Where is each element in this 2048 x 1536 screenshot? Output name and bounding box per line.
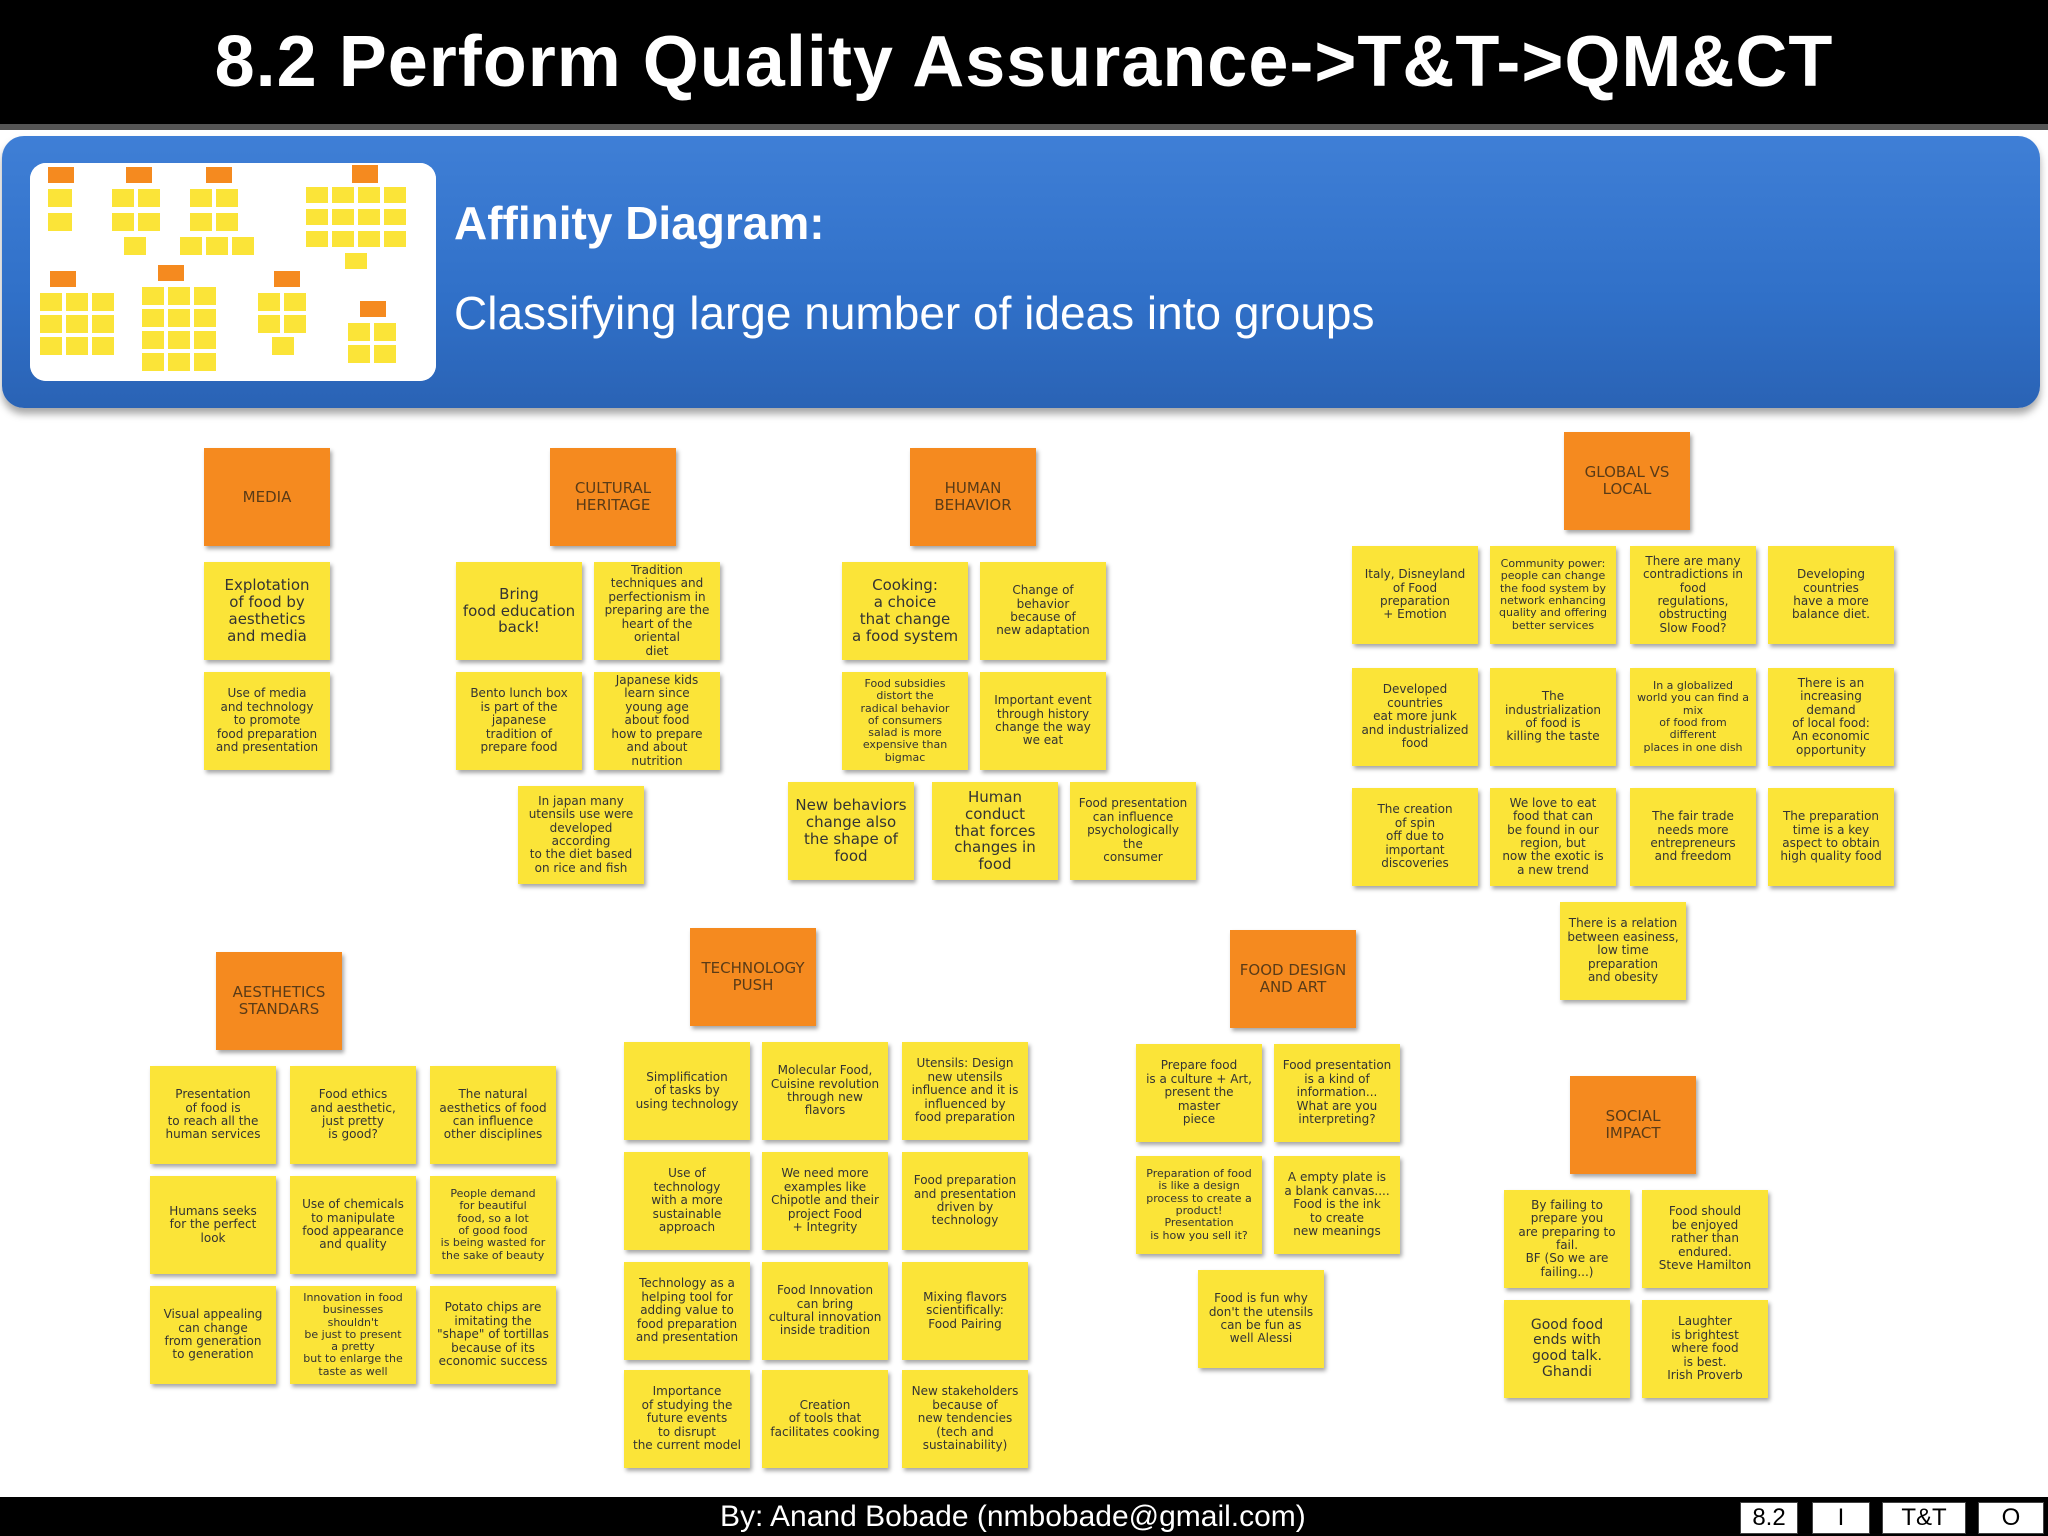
sticky-note: Developing countries have a more balance… (1768, 546, 1894, 644)
sticky-note: We love to eat food that can be found in… (1490, 788, 1616, 886)
sticky-note: Humans seeks for the perfect look (150, 1176, 276, 1274)
footer-tag-o: O (1978, 1502, 2044, 1534)
group-header-social-impact: SOCIAL IMPACT (1570, 1076, 1696, 1174)
sticky-note: Technology as a helping tool for adding … (624, 1262, 750, 1360)
sticky-note: Food presentation is a kind of informati… (1274, 1044, 1400, 1142)
group-header-human-behavior: HUMAN BEHAVIOR (910, 448, 1036, 546)
sticky-note: Bento lunch box is part of the japanese … (456, 672, 582, 770)
sticky-note: Visual appealing can change from generat… (150, 1286, 276, 1384)
sticky-note: The preparation time is a key aspect to … (1768, 788, 1894, 886)
group-header-global-vs-local: GLOBAL VS LOCAL (1564, 432, 1690, 530)
sticky-note: Food preparation and presentation driven… (902, 1152, 1028, 1250)
sticky-note: Use of media and technology to promote f… (204, 672, 330, 770)
sticky-note: People demand for beautiful food, so a l… (430, 1176, 556, 1274)
sticky-note: Prepare food is a culture + Art, present… (1136, 1044, 1262, 1142)
sticky-note: Utensils: Design new utensils influence … (902, 1042, 1028, 1140)
sticky-note: Food Innovation can bring cultural innov… (762, 1262, 888, 1360)
sticky-note: In a globalized world you can find a mix… (1630, 668, 1756, 766)
sticky-note: There is an increasing demand of local f… (1768, 668, 1894, 766)
sticky-note: Food should be enjoyed rather than endur… (1642, 1190, 1768, 1288)
sticky-note: The natural aesthetics of food can influ… (430, 1066, 556, 1164)
sticky-note: Change of behavior because of new adapta… (980, 562, 1106, 660)
slide-title: 8.2 Perform Quality Assurance->T&T->QM&C… (214, 22, 1834, 102)
section-subheading: Classifying large number of ideas into g… (454, 287, 1375, 339)
sticky-note: Developed countries eat more junk and in… (1352, 668, 1478, 766)
sticky-note: A empty plate is a blank canvas.... Food… (1274, 1156, 1400, 1254)
sticky-note: Use of technology with a more sustainabl… (624, 1152, 750, 1250)
sticky-note: Importance of studying the future events… (624, 1370, 750, 1468)
sticky-note: New stakeholders because of new tendenci… (902, 1370, 1028, 1468)
sticky-note: Human conduct that forces changes in foo… (932, 782, 1058, 880)
sticky-note: Explotation of food by aesthetics and me… (204, 562, 330, 660)
sticky-note: Use of chemicals to manipulate food appe… (290, 1176, 416, 1274)
sticky-note: Presentation of food is to reach all the… (150, 1066, 276, 1164)
group-header-food-design-and-art: FOOD DESIGN AND ART (1230, 930, 1356, 1028)
section-heading: Affinity Diagram: (454, 197, 825, 249)
title-bar: 8.2 Perform Quality Assurance->T&T->QM&C… (0, 0, 2048, 130)
sticky-note: Community power: people can change the f… (1490, 546, 1616, 644)
sticky-note: By failing to prepare you are preparing … (1504, 1190, 1630, 1288)
sticky-note: Italy, Disneyland of Food preparation + … (1352, 546, 1478, 644)
sticky-note: Preparation of food is like a design pro… (1136, 1156, 1262, 1254)
sticky-note: Innovation in food businesses shouldn't … (290, 1286, 416, 1384)
sticky-note: Mixing flavors scientifically: Food Pair… (902, 1262, 1028, 1360)
footer-tag-tt: T&T (1882, 1502, 1966, 1534)
sticky-note: Laughter is brightest where food is best… (1642, 1300, 1768, 1398)
sticky-note: Molecular Food, Cuisine revolution throu… (762, 1042, 888, 1140)
sticky-note: We need more examples like Chipotle and … (762, 1152, 888, 1250)
sticky-note: The creation of spin off due to importan… (1352, 788, 1478, 886)
sticky-note: Tradition techniques and perfectionism i… (594, 562, 720, 660)
affinity-thumbnail-image (30, 163, 436, 381)
sticky-note: Cooking: a choice that change a food sys… (842, 562, 968, 660)
sticky-note: The industrialization of food is killing… (1490, 668, 1616, 766)
group-header-media: MEDIA (204, 448, 330, 546)
sticky-note: Good food ends with good talk. Ghandi (1504, 1300, 1630, 1398)
sticky-note: Food subsidies distort the radical behav… (842, 672, 968, 770)
footer-bar (0, 1497, 2048, 1536)
sticky-note: Food ethics and aesthetic, just pretty i… (290, 1066, 416, 1164)
sticky-note: There are many contradictions in food re… (1630, 546, 1756, 644)
sticky-note: Simplification of tasks by using technol… (624, 1042, 750, 1140)
sticky-note: In japan many utensils use were develope… (518, 786, 644, 884)
sticky-note: Japanese kids learn since young age abou… (594, 672, 720, 770)
author-credit: By: Anand Bobade (nmbobade@gmail.com) (720, 1500, 1306, 1533)
group-header-aesthetics-standards: AESTHETICS STANDARS (216, 952, 342, 1050)
sticky-note: Important event through history change t… (980, 672, 1106, 770)
sticky-note: Food is fun why don't the utensils can b… (1198, 1270, 1324, 1368)
footer-tag-i: I (1812, 1502, 1870, 1534)
sticky-note: Bring food education back! (456, 562, 582, 660)
group-header-cultural-heritage: CULTURAL HERITAGE (550, 448, 676, 546)
sticky-note: The fair trade needs more entrepreneurs … (1630, 788, 1756, 886)
sticky-note: Food presentation can influence psycholo… (1070, 782, 1196, 880)
sticky-note: There is a relation between easiness, lo… (1560, 902, 1686, 1000)
sticky-note: Potato chips are imitating the "shape" o… (430, 1286, 556, 1384)
sticky-note: Creation of tools that facilitates cooki… (762, 1370, 888, 1468)
footer-tag-section: 8.2 (1740, 1502, 1798, 1534)
sticky-note: New behaviors change also the shape of f… (788, 782, 914, 880)
group-header-technology-push: TECHNOLOGY PUSH (690, 928, 816, 1026)
